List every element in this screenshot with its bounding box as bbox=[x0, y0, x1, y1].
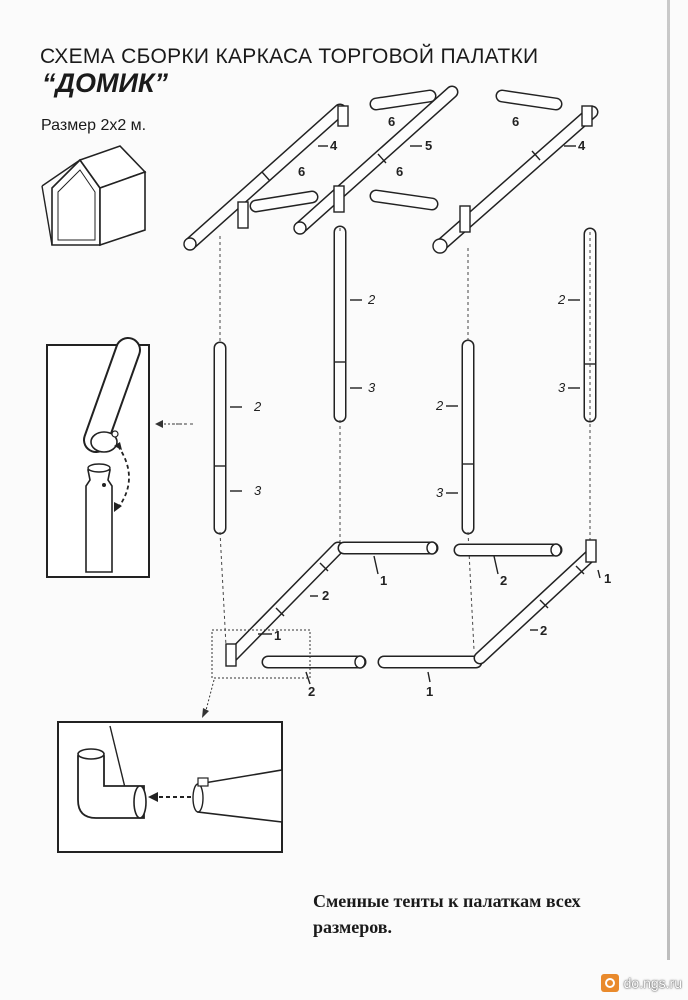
base-frame: 1 2 1 2 2 1 2 1 bbox=[202, 539, 611, 718]
label-post1-part-3: 3 bbox=[254, 483, 262, 498]
page-subtitle: “ДОМИК” bbox=[42, 68, 169, 98]
detail-inset-joint bbox=[46, 337, 150, 578]
site-logo-icon bbox=[600, 974, 619, 992]
watermark: do.ngs.ru bbox=[600, 974, 682, 992]
arrow-to-inset-head bbox=[155, 420, 163, 428]
roof-frame: 4 5 4 6 6 6 6 bbox=[183, 85, 599, 254]
scan-edge bbox=[667, 0, 670, 960]
label-part-4-right: 4 bbox=[578, 138, 586, 153]
posts: 2 3 2 3 2 3 2 3 bbox=[213, 225, 597, 535]
label-part-6-ridge-left: 6 bbox=[388, 114, 395, 129]
page-title: СХЕМА СБОРКИ КАРКАСА ТОРГОВОЙ ПАЛАТКИ bbox=[40, 45, 539, 68]
label-base-part-1-left: 1 bbox=[274, 628, 281, 643]
label-post1-part-2: 2 bbox=[253, 399, 262, 414]
label-post3-part-2: 2 bbox=[435, 398, 444, 413]
label-base-part-2-right: 2 bbox=[540, 623, 547, 638]
label-post2-part-3: 3 bbox=[368, 380, 376, 395]
label-post2-part-2: 2 bbox=[367, 292, 376, 307]
label-base-part-1-bottom: 1 bbox=[426, 684, 433, 699]
label-part-6-eave-right: 6 bbox=[396, 164, 403, 179]
label-base-part-2-bottom: 2 bbox=[308, 684, 315, 699]
watermark-text: do.ngs.ru bbox=[623, 975, 682, 991]
size-label: Размер 2х2 м. bbox=[41, 117, 147, 134]
label-part-5: 5 bbox=[425, 138, 432, 153]
label-base-part-2-top: 2 bbox=[500, 573, 507, 588]
label-part-6-eave-left: 6 bbox=[298, 164, 305, 179]
label-post4-part-3: 3 bbox=[558, 380, 566, 395]
label-base-part-2-left: 2 bbox=[322, 588, 329, 603]
detail-inset-corner bbox=[57, 721, 283, 853]
label-post3-part-3: 3 bbox=[436, 485, 444, 500]
label-part-4-left: 4 bbox=[330, 138, 338, 153]
house-icon bbox=[41, 145, 147, 247]
label-base-part-1-top: 1 bbox=[380, 573, 387, 588]
footer-text: Сменные тенты к палаткам всех размеров. bbox=[313, 891, 581, 937]
label-post4-part-2: 2 bbox=[557, 292, 566, 307]
label-part-6-ridge-right: 6 bbox=[512, 114, 519, 129]
label-base-part-1-right: 1 bbox=[604, 571, 611, 586]
